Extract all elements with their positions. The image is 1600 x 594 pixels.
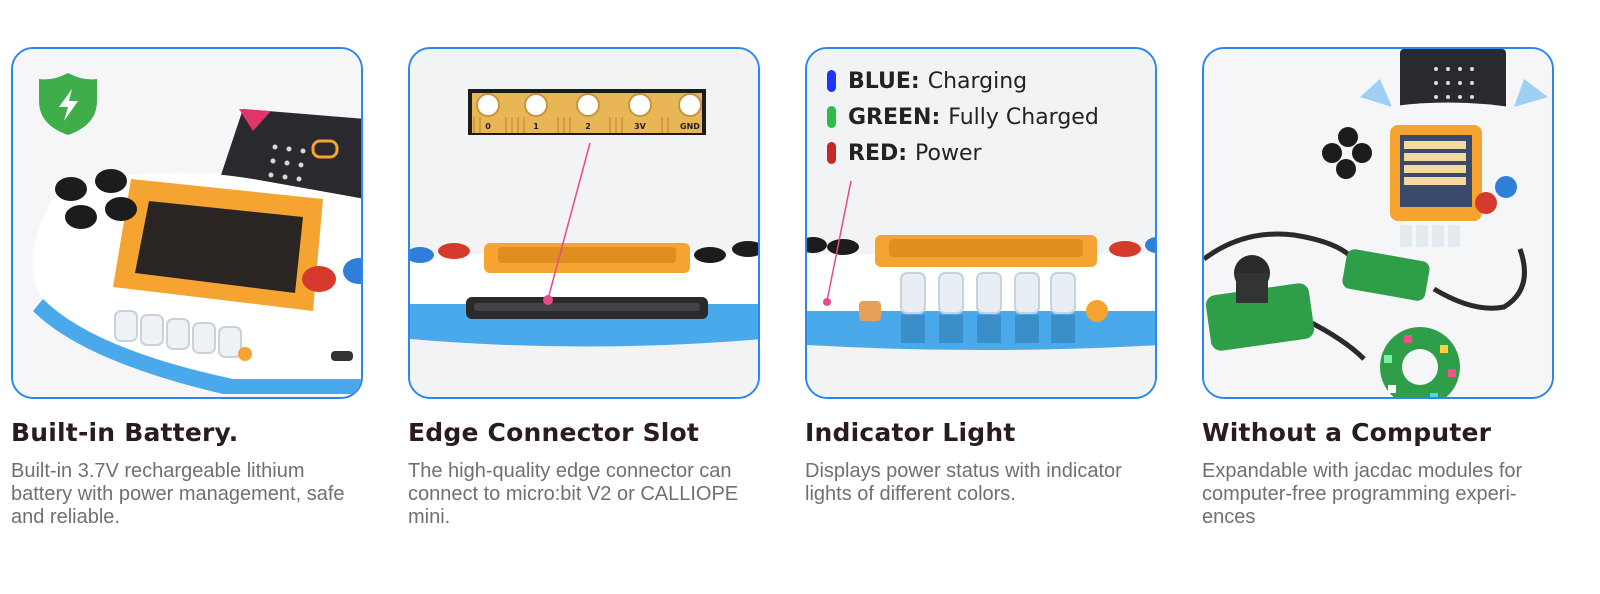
pin-label: 2 (585, 122, 591, 131)
card-description: Displays power status with indicator lig… (805, 460, 1122, 505)
card-built-in-battery (11, 47, 363, 399)
legend-key: RED: (848, 140, 908, 166)
legend-row-green: GREEN: Fully Charged (827, 99, 1099, 135)
card-title: Indicator Light (805, 418, 1016, 447)
card-title: Without a Computer (1202, 418, 1492, 447)
green-led-icon (827, 106, 836, 128)
edge-connector-illustration: 0 1 2 3V GND (410, 49, 758, 397)
pin-label: 3V (634, 122, 647, 131)
legend-value: Power (915, 140, 982, 166)
indicator-light-illustration (807, 49, 1155, 397)
legend-value: Fully Charged (948, 104, 1099, 130)
legend-key: BLUE: (848, 68, 920, 94)
indicator-legend: BLUE: Charging GREEN: Fully Charged RED:… (827, 63, 1099, 171)
card-title: Built-in Battery. (11, 418, 239, 447)
card-edge-connector-slot: 0 1 2 3V GND (408, 47, 760, 399)
card-without-a-computer (1202, 47, 1554, 399)
card-description: Expandable with jacdac modules for compu… (1202, 460, 1523, 528)
blue-led-icon (827, 70, 836, 92)
card-indicator-light: BLUE: Charging GREEN: Fully Charged RED:… (805, 47, 1157, 399)
card-description: The high-quality edge connector can conn… (408, 460, 739, 528)
legend-key: GREEN: (848, 104, 941, 130)
card-title: Edge Connector Slot (408, 418, 700, 447)
pin-label: 1 (533, 122, 539, 131)
pin-label: GND (680, 122, 700, 131)
edge-connector-strip: 0 1 2 3V GND (468, 89, 706, 135)
legend-row-red: RED: Power (827, 135, 1099, 171)
red-led-icon (827, 142, 836, 164)
legend-value: Charging (927, 68, 1028, 94)
card-description: Built-in 3.7V rechargeable lithium batte… (11, 460, 345, 528)
pin-label: 0 (485, 122, 491, 131)
battery-product-illustration (13, 49, 361, 397)
shield-bolt-icon (39, 73, 97, 135)
legend-row-blue: BLUE: Charging (827, 63, 1099, 99)
jacdac-modules-illustration (1204, 49, 1552, 397)
